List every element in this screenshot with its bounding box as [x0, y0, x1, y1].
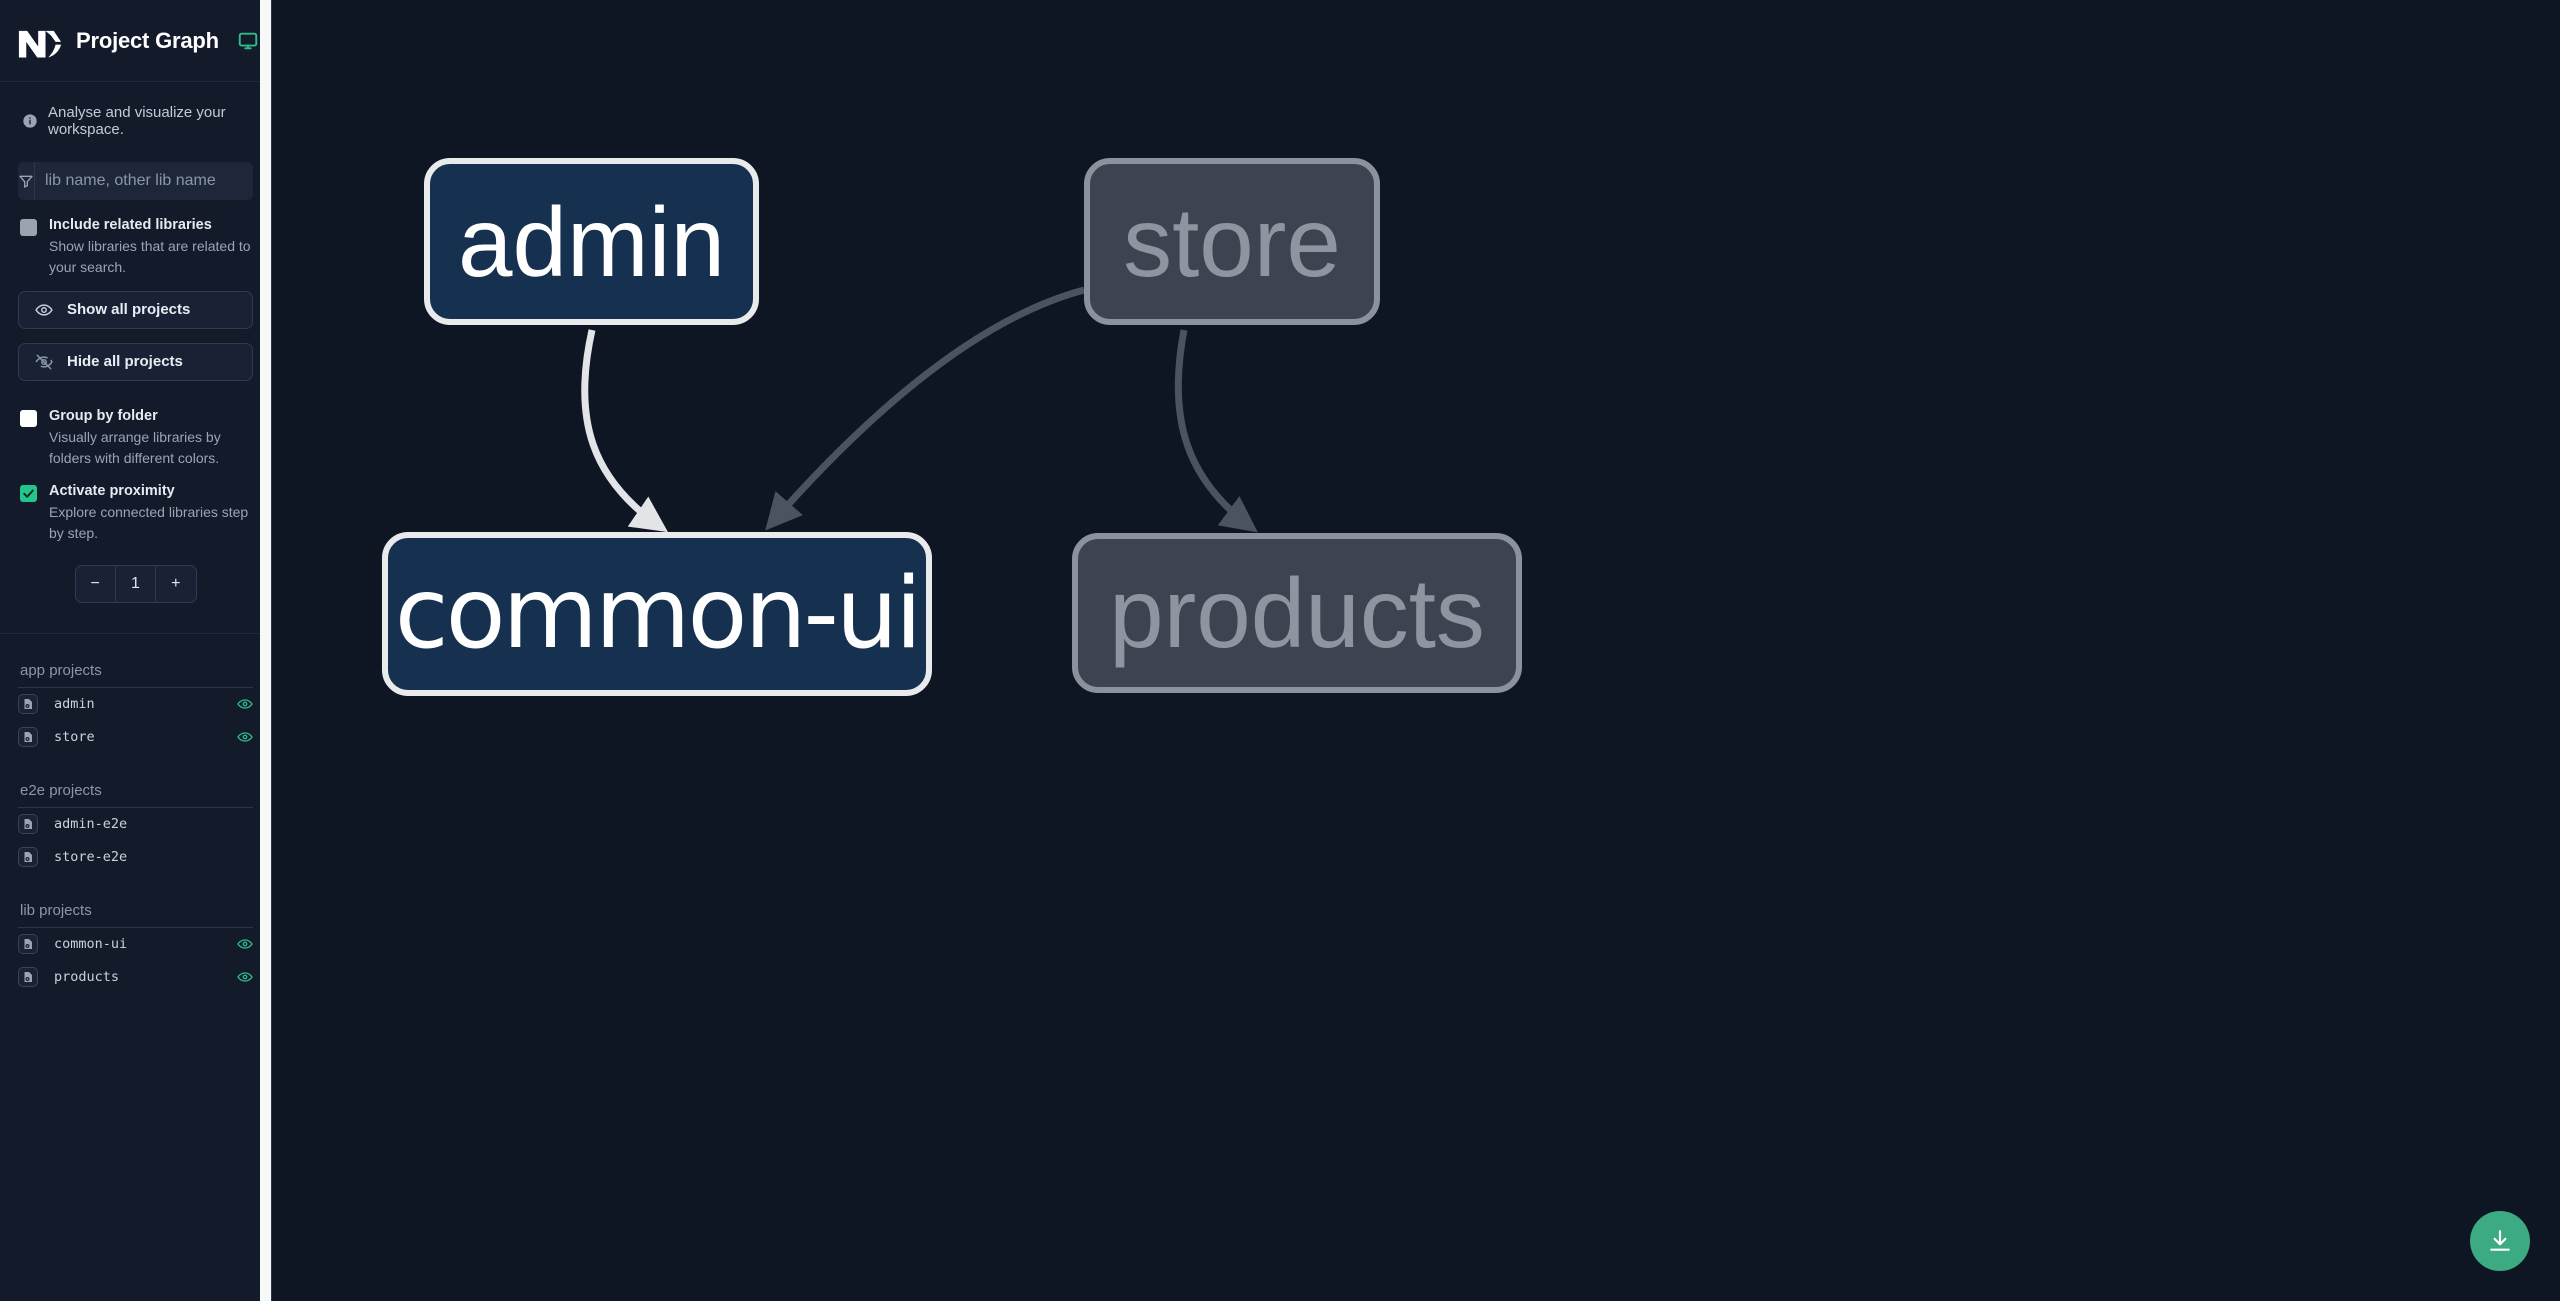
- graph-node-store[interactable]: store: [1084, 158, 1380, 325]
- graph-node-admin[interactable]: admin: [424, 158, 759, 325]
- graph-node-label: common-ui: [394, 557, 923, 671]
- project-visible-eye-icon[interactable]: [237, 696, 253, 712]
- monitor-icon[interactable]: [233, 30, 259, 52]
- project-name: products: [54, 969, 120, 986]
- sidebar: Project Graph Analyse and visualize your: [0, 0, 272, 1301]
- option-activate-proximity[interactable]: Activate proximity Explore connected lib…: [18, 482, 253, 543]
- project-name: admin-e2e: [54, 816, 128, 833]
- sidebar-body: Analyse and visualize your workspace. In…: [0, 82, 271, 603]
- activate-proximity-checkbox[interactable]: [20, 484, 37, 502]
- edge-store-to-common-ui: [765, 286, 1085, 531]
- graph-node-products[interactable]: products: [1072, 533, 1522, 693]
- group-title-e2e-projects: e2e projects: [18, 754, 253, 808]
- project-name: common-ui: [54, 936, 128, 953]
- proximity-value: 1: [131, 574, 140, 592]
- sidebar-divider: [0, 632, 271, 634]
- project-visible-eye-icon[interactable]: [237, 969, 253, 985]
- nx-logo-icon: [18, 23, 62, 59]
- graph-node-label: admin: [458, 186, 725, 297]
- group-by-folder-description: Visually arrange libraries by folders wi…: [49, 429, 221, 466]
- option-group-by-folder[interactable]: Group by folder Visually arrange librari…: [18, 407, 253, 468]
- project-row-admin-e2e[interactable]: admin-e2e: [18, 808, 253, 841]
- download-icon: [2487, 1228, 2513, 1254]
- tagline-text: Analyse and visualize your workspace.: [48, 104, 226, 138]
- graph-node-common-ui[interactable]: common-ui: [382, 532, 932, 696]
- page-title: Project Graph: [76, 27, 219, 53]
- graph-node-label: store: [1123, 186, 1341, 297]
- stepper-divider: [155, 565, 157, 602]
- search-field[interactable]: [18, 162, 253, 200]
- include-related-libraries-description: Show libraries that are related to your …: [49, 238, 251, 275]
- project-file-icon: [18, 814, 38, 835]
- activate-proximity-label: Activate proximity: [49, 482, 175, 499]
- proximity-decrement-button[interactable]: −: [90, 574, 100, 592]
- project-file-icon: [18, 967, 38, 988]
- search-input[interactable]: [35, 162, 253, 200]
- project-file-icon: [18, 934, 38, 955]
- eye-off-icon: [35, 353, 53, 371]
- group-title-lib-projects: lib projects: [18, 874, 253, 928]
- edge-admin-to-common-ui: [581, 329, 669, 533]
- include-related-libraries-checkbox[interactable]: [20, 219, 37, 236]
- project-visible-eye-icon[interactable]: [237, 729, 253, 745]
- hide-all-projects-button[interactable]: Hide all projects: [18, 342, 253, 381]
- group-by-folder-label: Group by folder: [49, 407, 158, 424]
- project-name: store: [54, 729, 95, 746]
- project-row-store-e2e[interactable]: store-e2e: [18, 841, 253, 874]
- project-visible-eye-icon[interactable]: [237, 936, 253, 952]
- graph-edges: [581, 286, 1258, 533]
- sidebar-header: Project Graph: [0, 0, 271, 82]
- project-row-store[interactable]: store: [18, 721, 253, 754]
- graph-canvas[interactable]: admin store common-ui products: [272, 0, 2560, 1301]
- graph-node-label: products: [1109, 558, 1485, 668]
- tagline: Analyse and visualize your workspace.: [18, 82, 253, 138]
- project-file-icon: [18, 847, 38, 868]
- eye-icon: [35, 301, 53, 319]
- activate-proximity-description: Explore connected libraries step by step…: [49, 504, 249, 541]
- project-file-icon: [18, 727, 38, 748]
- download-graph-button[interactable]: [2470, 1211, 2530, 1271]
- group-by-folder-checkbox[interactable]: [20, 409, 37, 427]
- project-name: store-e2e: [54, 849, 128, 866]
- include-related-libraries-label: Include related libraries: [49, 217, 212, 233]
- group-title-app-projects: app projects: [18, 634, 253, 688]
- option-include-related-libraries[interactable]: Include related libraries Show libraries…: [18, 216, 253, 277]
- project-row-common-ui[interactable]: common-ui: [18, 928, 253, 961]
- show-all-projects-button[interactable]: Show all projects: [18, 290, 253, 329]
- proximity-increment-button[interactable]: +: [171, 574, 181, 592]
- project-file-icon: [18, 694, 38, 715]
- project-name: admin: [54, 696, 95, 713]
- stepper-divider: [114, 565, 116, 602]
- project-row-admin[interactable]: admin: [18, 688, 253, 721]
- project-list: app projects admin store: [0, 634, 271, 994]
- sidebar-scrollbar[interactable]: [260, 0, 271, 1301]
- show-all-projects-label: Show all projects: [67, 301, 191, 319]
- hide-all-projects-label: Hide all projects: [67, 353, 183, 371]
- info-icon: [22, 113, 38, 129]
- project-row-products[interactable]: products: [18, 961, 253, 994]
- proximity-stepper[interactable]: − 1 +: [74, 564, 197, 603]
- filter-funnel-icon: [18, 162, 35, 200]
- edge-store-to-products: [1174, 329, 1258, 533]
